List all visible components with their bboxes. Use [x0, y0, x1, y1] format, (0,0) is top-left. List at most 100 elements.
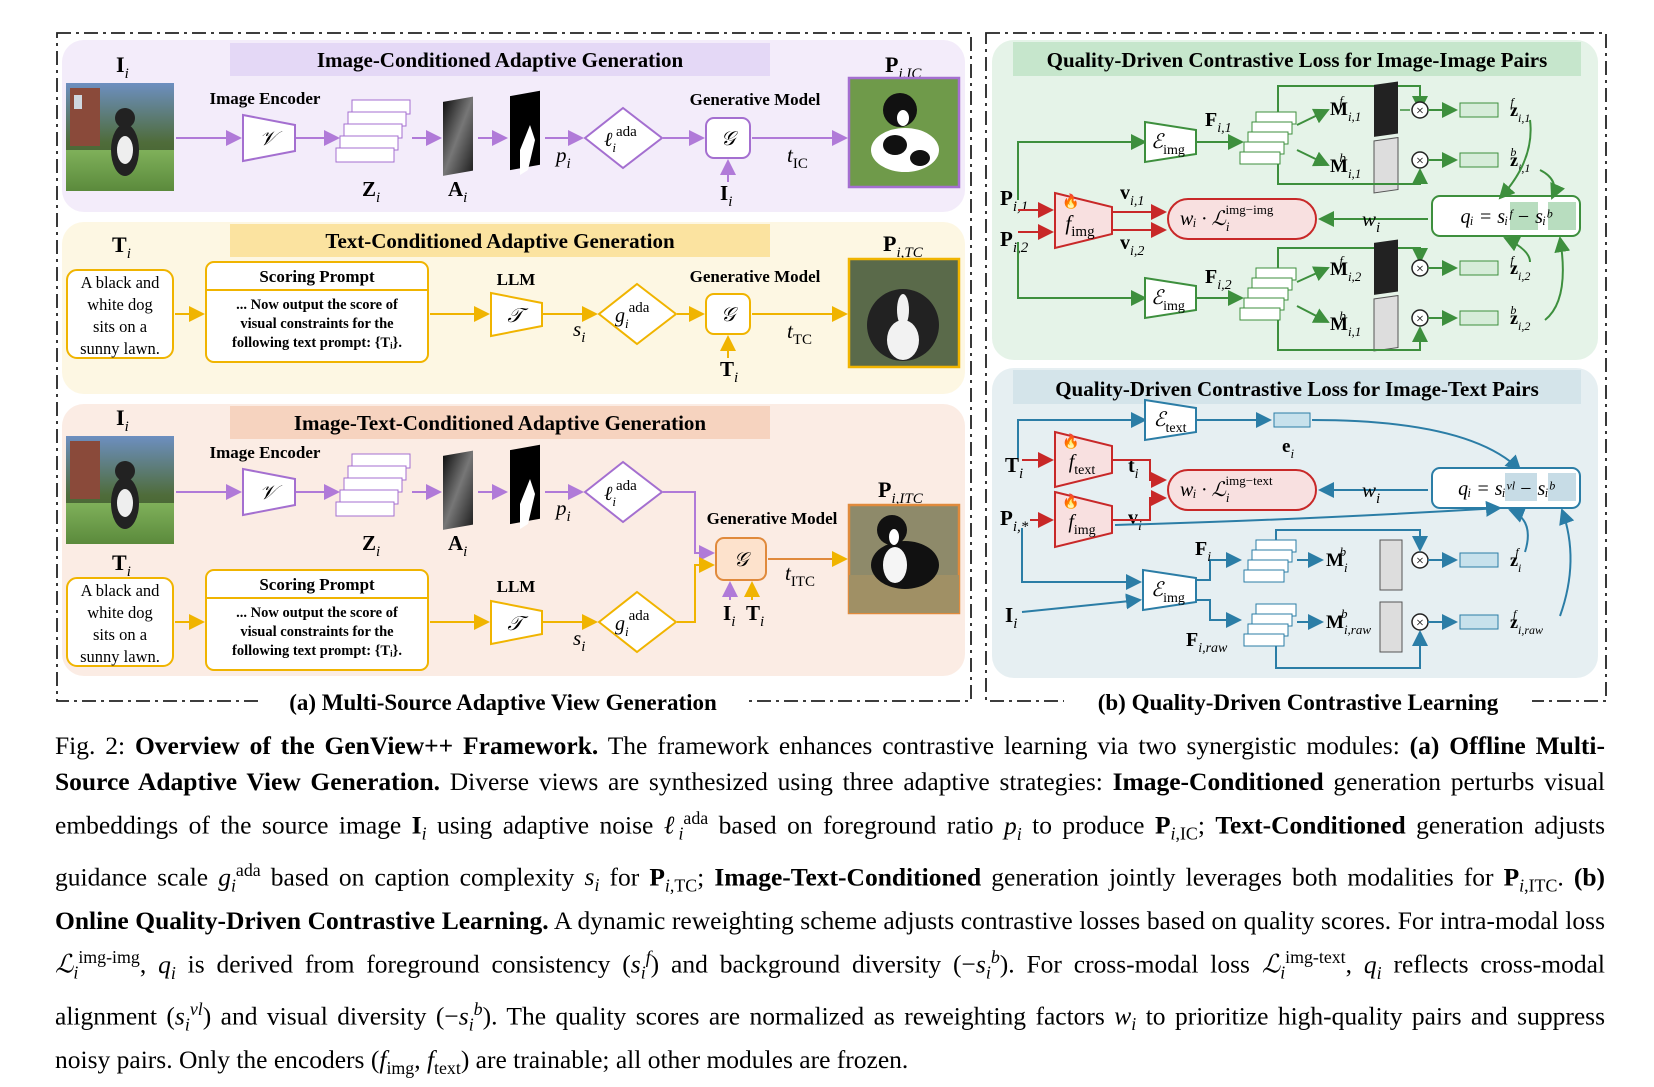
svg-text:vi,2: vi,2 — [1120, 232, 1144, 259]
source-image-dog-itc — [66, 436, 174, 544]
svg-text:fimg: fimg — [1068, 511, 1095, 538]
svg-text:Fi,1: Fi,1 — [1205, 109, 1232, 136]
row-tc-cond-label: Ti — [720, 357, 738, 386]
svg-text:following text prompt: {Tᵢ}.: following text prompt: {Tᵢ}. — [232, 335, 402, 351]
mask-mraw — [1379, 601, 1403, 653]
svg-text:qᵢ = sᵢᶠ − sᵢᵇ: qᵢ = sᵢᶠ − sᵢᵇ — [1461, 206, 1554, 228]
svg-text:wi: wi — [1362, 478, 1380, 507]
mask-mb — [1379, 539, 1403, 591]
scoring-prompt-box — [205, 261, 429, 363]
e-img-encoder-2 — [1144, 276, 1197, 320]
feature-stack-1 — [1239, 111, 1297, 165]
svg-text:Mi,1b: Mi,1b — [1330, 308, 1361, 339]
row-ic-input-label: Ii — [116, 52, 129, 82]
row-image-text-conditioned: Image-Text-Conditioned Adaptive Generati… — [62, 404, 965, 676]
mask-m1b — [1373, 136, 1399, 194]
mask-m2b — [1373, 294, 1399, 352]
svg-text:A black and: A black and — [81, 581, 161, 600]
svg-text:zi,1f: zi,1f — [1510, 95, 1530, 125]
svg-text:sits on a: sits on a — [93, 317, 148, 336]
svg-text:wᵢ · ℒiimg−text: wᵢ · ℒiimg−text — [1180, 473, 1273, 505]
svg-text:×: × — [1416, 616, 1424, 631]
svg-text:Pi,ITC: Pi,ITC — [878, 477, 924, 507]
e-img-encoder-1 — [1144, 120, 1197, 164]
svg-text:zi,rawf: zi,rawf — [1510, 607, 1543, 637]
mask-m1f — [1374, 81, 1398, 137]
svg-text:visual constraints for the: visual constraints for the — [240, 316, 394, 332]
svg-text:ti: ti — [1128, 455, 1139, 482]
guidance-scale-diamond — [597, 282, 678, 346]
svg-text:Image Encoder: Image Encoder — [210, 443, 321, 462]
svg-text:zif: zif — [1510, 545, 1521, 575]
section-image-text: Quality-Driven Contrastive Loss for Imag… — [992, 368, 1598, 678]
svg-text:Mi,1b: Mi,1b — [1330, 150, 1361, 181]
generative-model-block-itc — [715, 537, 767, 581]
svg-text:ℰimg: ℰimg — [1151, 287, 1185, 314]
row-tc-s-label: si — [573, 317, 585, 346]
row-ic-t-label: tIC — [787, 143, 808, 172]
scoring-prompt-box-itc — [205, 569, 429, 671]
row-tc-output-label: Pi,TC — [883, 231, 924, 261]
svg-text:Ai: Ai — [448, 531, 467, 560]
svg-text:pi: pi — [554, 496, 571, 525]
svg-text:si: si — [573, 626, 585, 655]
svg-text:visual constraints for the: visual constraints for the — [240, 624, 394, 640]
llm-block-itc — [490, 599, 543, 646]
svg-text:following text prompt: {Tᵢ}.: following text prompt: {Tᵢ}. — [232, 643, 402, 659]
svg-text:... Now output the score of: ... Now output the score of — [236, 297, 398, 313]
row-tc-title: Text-Conditioned Adaptive Generation — [325, 229, 675, 253]
row-ic-a-label: Ai — [448, 177, 467, 206]
guidance-scale-diamond-itc — [597, 590, 678, 654]
row-tc-gen-label: Generative Model — [690, 267, 821, 286]
flame-icon: 🔥 — [1062, 433, 1079, 450]
svg-text:white dog: white dog — [87, 295, 153, 314]
svg-text:×: × — [1416, 104, 1424, 119]
svg-text:ℰtext: ℰtext — [1153, 409, 1186, 436]
svg-text:sunny lawn.: sunny lawn. — [80, 647, 160, 666]
svg-text:zi,2b: zi,2b — [1510, 303, 1530, 333]
svg-text:wᵢ · ℒiimg−img: wᵢ · ℒiimg−img — [1180, 202, 1274, 234]
svg-text:Pi,2: Pi,2 — [1000, 227, 1029, 256]
svg-text:Ii: Ii — [723, 601, 735, 630]
generated-image-tc — [847, 257, 961, 369]
embedding-stack-z-itc — [335, 453, 411, 517]
svg-text:zi,2f: zi,2f — [1510, 253, 1530, 283]
row-text-conditioned: Text-Conditioned Adaptive Generation Ti … — [62, 222, 965, 394]
foreground-mask-itc — [510, 444, 540, 529]
llm-block — [490, 291, 543, 338]
svg-text:𝒢: 𝒢 — [734, 549, 752, 571]
svg-text:zi,1b: zi,1b — [1510, 145, 1530, 175]
adaptive-noise-diamond-itc — [583, 460, 664, 524]
flame-icon: 🔥 — [1062, 493, 1079, 510]
svg-text:Mib: Mib — [1326, 544, 1348, 575]
svg-text:ℓiada: ℓiada — [604, 478, 637, 509]
caption-box — [66, 269, 174, 359]
row-itc-input-txt-label: Ti — [112, 550, 131, 580]
generative-model-block — [705, 117, 751, 159]
e-img-encoder-text — [1142, 568, 1197, 612]
attention-map-a-itc — [443, 450, 473, 530]
svg-text:𝒢: 𝒢 — [721, 304, 739, 326]
svg-text:white dog: white dog — [87, 603, 153, 622]
f-img-encoder-text — [1054, 490, 1113, 549]
svg-text:vi,1: vi,1 — [1120, 182, 1144, 209]
f-text-encoder — [1054, 430, 1113, 489]
foreground-mask — [510, 90, 540, 175]
row-ic-encoder-label: Image Encoder — [210, 89, 321, 108]
svg-text:ℰimg: ℰimg — [1151, 579, 1185, 606]
generative-model-block-tc — [705, 293, 751, 335]
mask-m2f — [1374, 239, 1398, 295]
svg-text:Mi,1f: Mi,1f — [1330, 93, 1361, 124]
svg-text:vi: vi — [1128, 507, 1142, 534]
caption-box-itc — [66, 577, 174, 667]
row-ic-gen-label: Generative Model — [690, 90, 821, 109]
svg-text:LLM: LLM — [497, 270, 536, 289]
svg-text:Fi: Fi — [1195, 538, 1211, 565]
svg-text:A black and: A black and — [81, 273, 161, 292]
row-ic-z-label: Zi — [362, 177, 380, 206]
image-encoder-block-itc — [242, 467, 296, 517]
svg-text:ℰimg: ℰimg — [1151, 131, 1185, 158]
row-ic-title: Image-Conditioned Adaptive Generation — [317, 48, 684, 72]
attention-map-a — [443, 96, 473, 176]
svg-text:LLM: LLM — [497, 577, 536, 596]
